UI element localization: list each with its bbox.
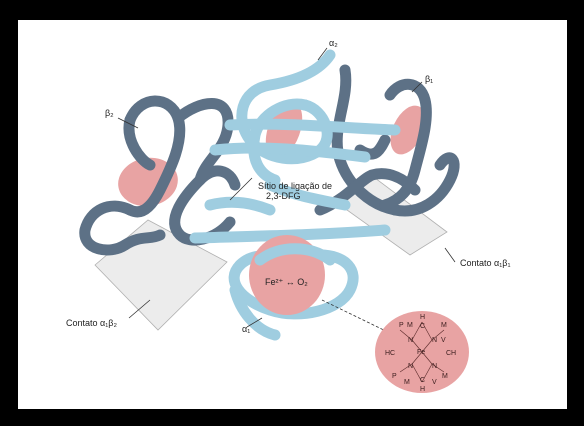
heme-atom-c-top: C (420, 323, 425, 330)
label-contact-a1b1: Contato α₁β₁ (460, 258, 510, 268)
heme-atom-fe: Fe (417, 349, 425, 356)
heme-atom-m-top-left: M (407, 322, 413, 329)
heme-atom-hc-left: HC (385, 350, 395, 357)
heme-atom-n-ll: N (408, 363, 413, 370)
heme-atom-m-bottom-left: M (404, 379, 410, 386)
heme-atom-v-bottom: V (432, 379, 437, 386)
label-beta1: β₁ (425, 74, 433, 84)
heme-atom-h-bottom: H (420, 386, 425, 393)
heme-atom-ch-right: CH (446, 350, 456, 357)
heme-atom-h-top: H (420, 314, 425, 321)
label-site-line1: Sítio de ligação de (258, 181, 332, 191)
heme-atom-n-ur: N (432, 337, 437, 344)
label-site-line2: 2,3-DFG (266, 191, 301, 201)
drawing-area (31, 33, 554, 396)
heme-zoom: P M H C M N N V HC Fe CH N N P M C V M H (375, 311, 469, 393)
heme-atom-n-ul: N (408, 337, 413, 344)
label-alpha2: α₂ (329, 38, 338, 48)
label-beta2: β₂ (105, 108, 114, 118)
heme-atom-v-left: V (441, 337, 446, 344)
heme-atom-p-bottom: P (392, 373, 397, 380)
label-alpha1: α₁ (242, 324, 250, 334)
heme-atom-m-bottom-right: M (442, 373, 448, 380)
heme-atom-m-top-right: M (441, 322, 447, 329)
heme-atom-c-bottom: C (420, 377, 425, 384)
label-fe-o2: Fe²⁺ ↔ O₂ (265, 277, 308, 287)
heme-atom-p-top: P (399, 322, 404, 329)
label-contact-a1b2: Contato α₁β₂ (66, 318, 117, 328)
heme-atom-n-lr: N (432, 363, 437, 370)
